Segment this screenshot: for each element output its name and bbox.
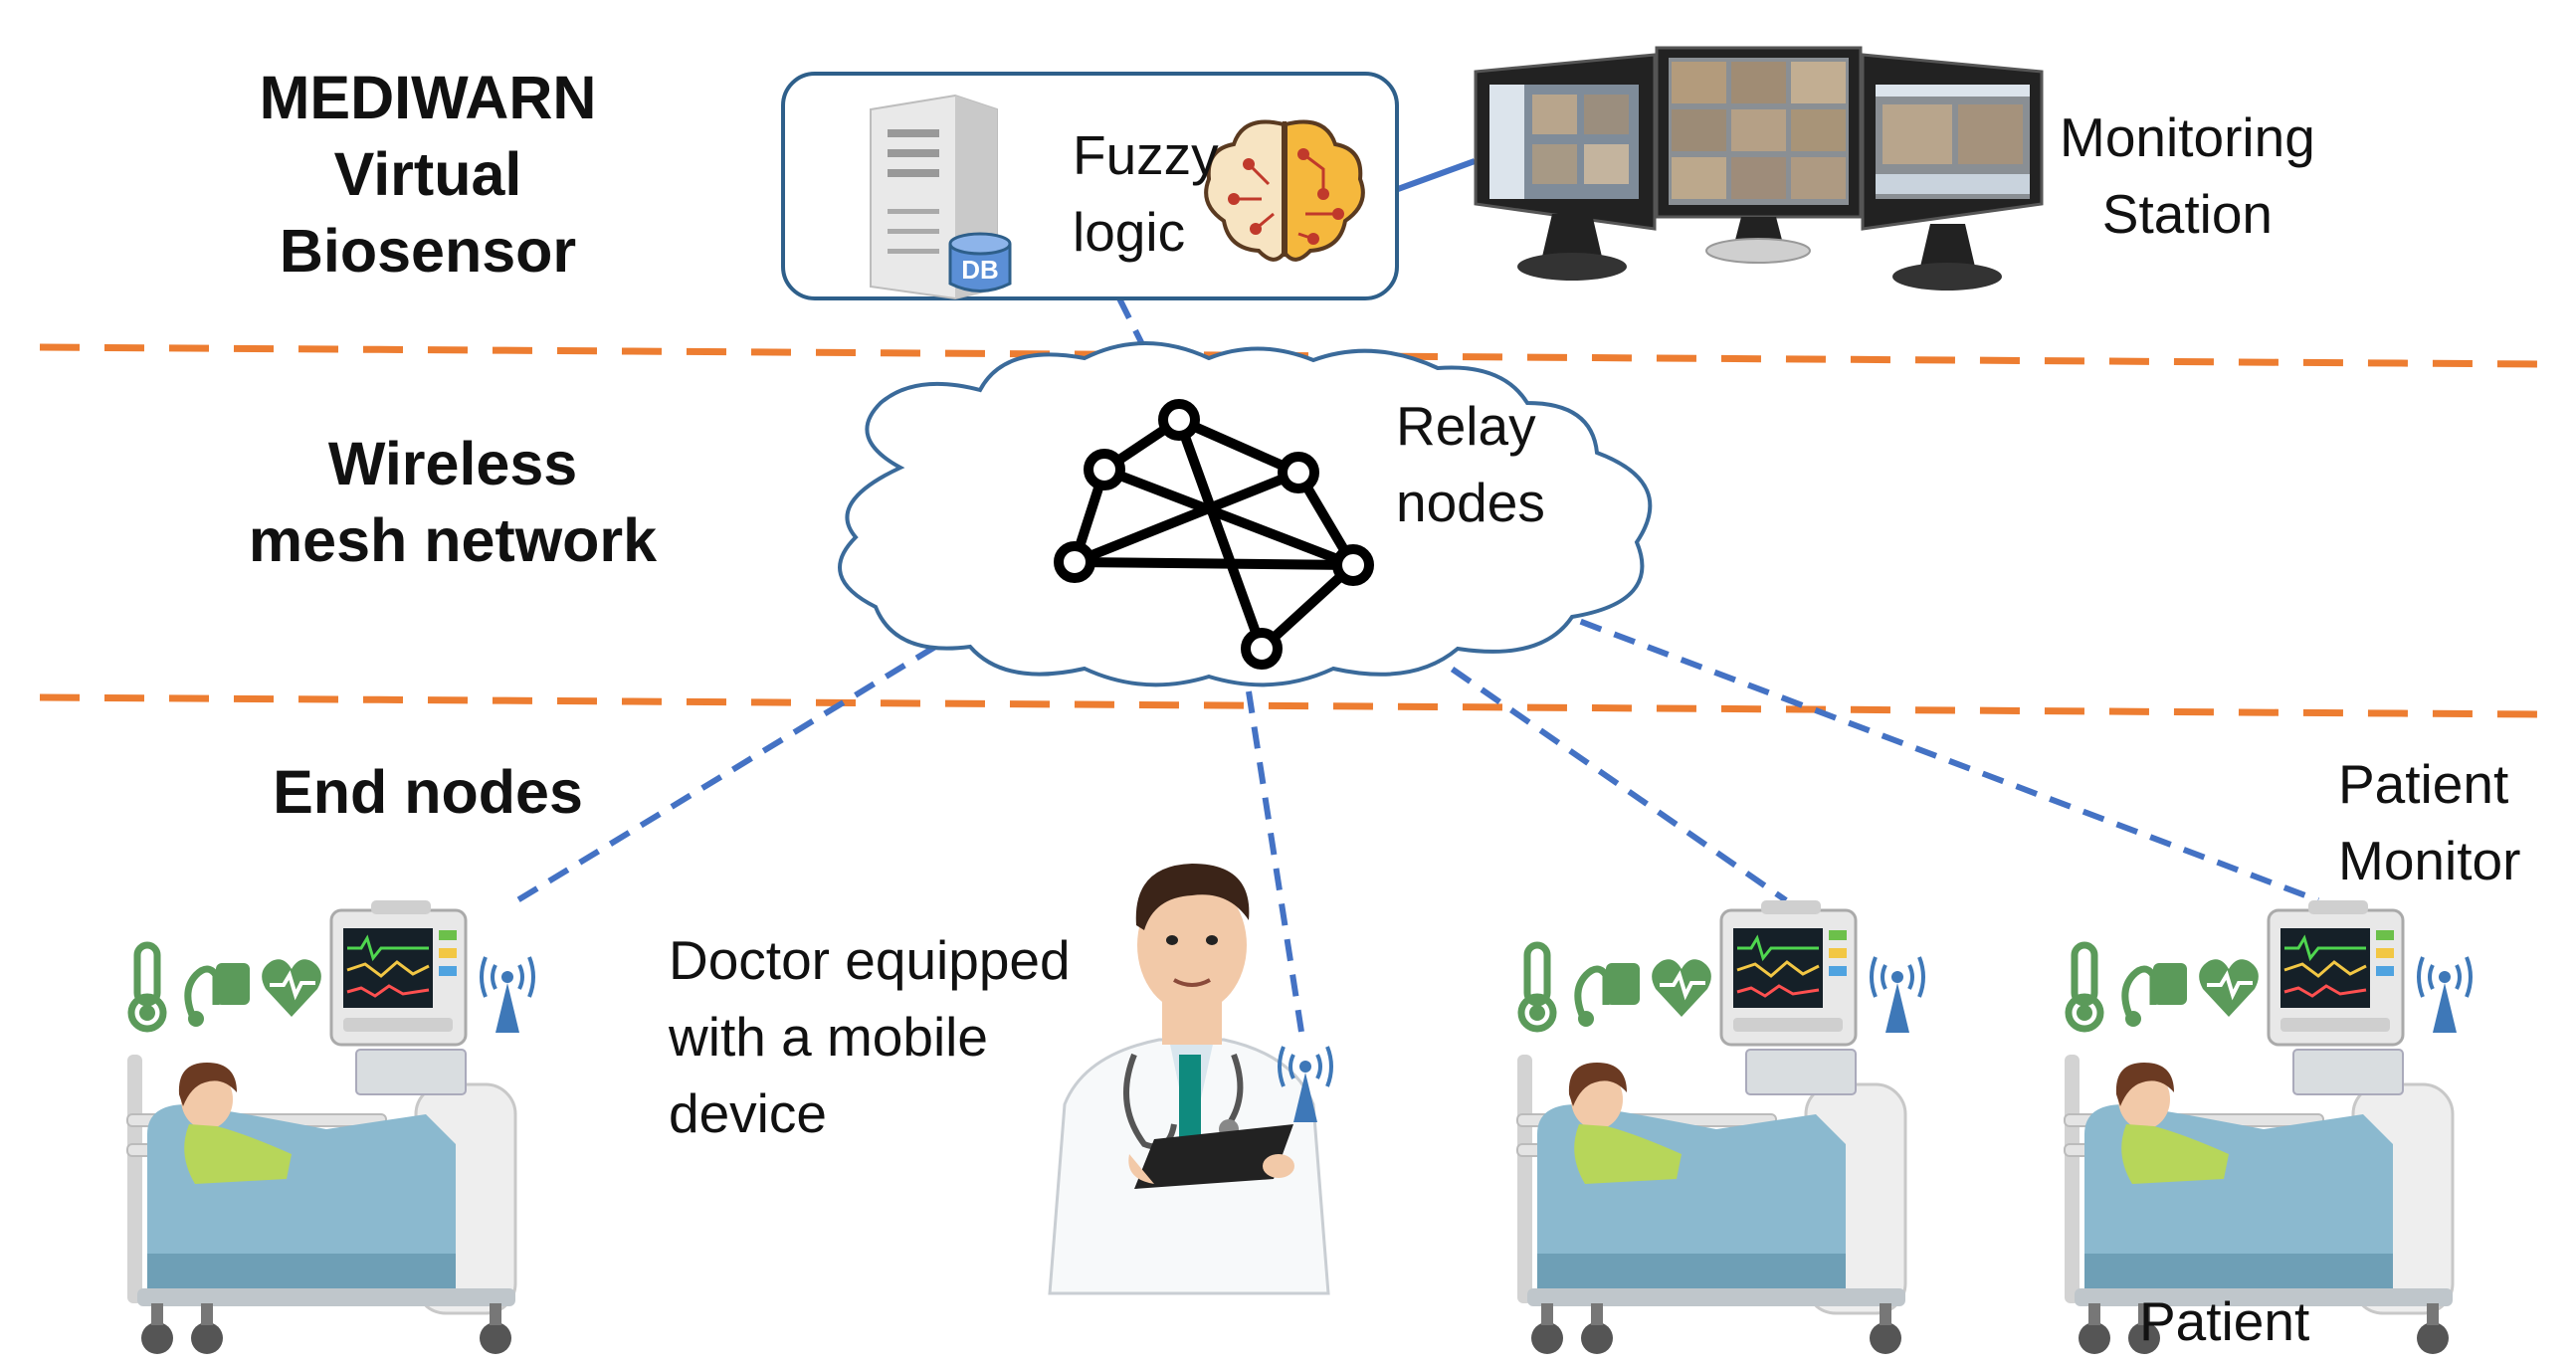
layer-divider-bottom	[39, 693, 2543, 718]
doctor-line: Doctor equipped	[669, 929, 1071, 991]
patient-monitor-line: Monitor	[2338, 830, 2521, 891]
link-cloud-to-doctor	[1246, 690, 1306, 1046]
layer-label-end-nodes: End nodes	[199, 754, 657, 831]
layer-label-mesh: Wireless mesh network	[199, 426, 706, 579]
fuzzy-logic-label: Fuzzy logic	[1073, 117, 1219, 271]
patient-monitor-label: Patient Monitor	[2338, 746, 2520, 899]
layer-label-line: Virtual	[333, 140, 522, 208]
doctor-antenna-icon	[1278, 1046, 1333, 1122]
doctor-line: device	[669, 1082, 827, 1144]
layer-label-line: End nodes	[273, 758, 583, 826]
relay-node-points	[1054, 399, 1374, 670]
link-cloud-to-bed-3	[1545, 606, 2320, 903]
layer-label-line: Biosensor	[279, 217, 577, 285]
layer-label-line: Wireless	[327, 430, 578, 497]
doctor-figure	[1048, 864, 1330, 1295]
monitoring-station-line: Monitoring	[2060, 106, 2315, 168]
patient-label: Patient	[2139, 1290, 2310, 1352]
patient-monitor-line: Patient	[2338, 753, 2509, 815]
monitor-screen-center	[1655, 46, 1863, 264]
link-cloud-to-bed-2	[1421, 646, 1788, 903]
relay-nodes-line: Relay	[1396, 395, 1536, 457]
fuzzy-logic-line: logic	[1073, 201, 1186, 263]
bed-unit-1	[127, 900, 533, 1354]
bed-unit-2	[1517, 900, 1923, 1354]
monitor-screen-left	[1474, 53, 1657, 281]
monitoring-station-label: Monitoring Station	[2060, 99, 2315, 253]
fuzzy-logic-line: Fuzzy	[1073, 124, 1219, 186]
layer-label-line: MEDIWARN	[259, 64, 597, 131]
layer-label-line: mesh network	[248, 506, 658, 574]
link-server-to-cloud	[1116, 296, 1157, 370]
monitoring-station-line: Station	[2101, 183, 2274, 245]
link-server-to-monitors	[1396, 158, 1477, 192]
layer-label-biosensor: MEDIWARN Virtual Biosensor	[199, 60, 657, 290]
relay-nodes-line: nodes	[1396, 472, 1545, 533]
relay-nodes-label: Relay nodes	[1396, 388, 1545, 541]
doctor-line: with a mobile	[669, 1006, 988, 1068]
link-cloud-to-bed-1	[515, 644, 937, 903]
monitoring-station-screens	[1474, 46, 2044, 291]
wireless-links	[515, 296, 2320, 1046]
brain-icon	[1204, 119, 1365, 262]
doctor-label: Doctor equipped with a mobile device	[669, 922, 1071, 1152]
database-label: DB	[961, 255, 999, 285]
relay-cloud	[838, 341, 1653, 687]
monitor-screen-right	[1861, 53, 2044, 291]
database-icon	[948, 232, 1012, 293]
